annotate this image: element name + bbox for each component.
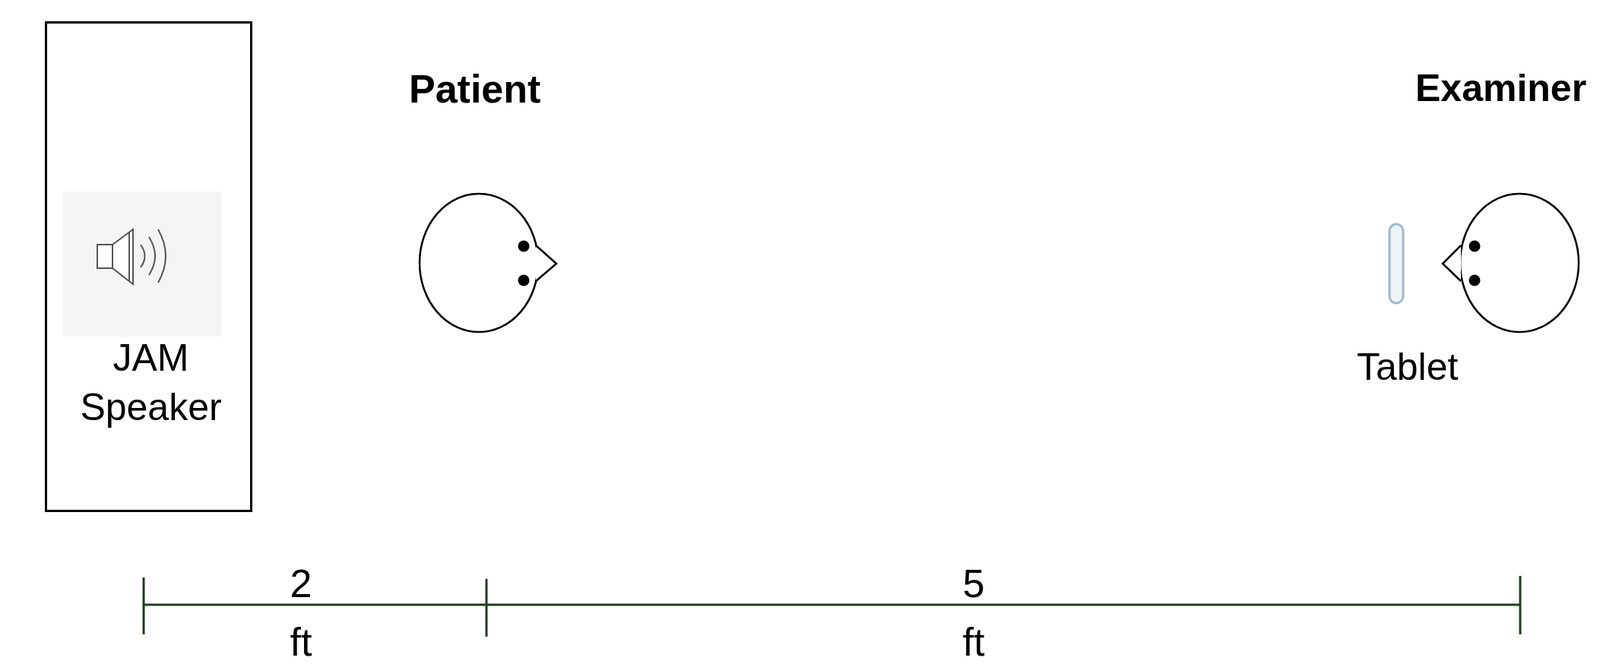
icon-background <box>63 191 222 337</box>
node-text: Patient <box>408 65 541 113</box>
tablet-icon <box>1389 224 1404 304</box>
speaker-box: JAM Speaker <box>44 21 253 513</box>
speaker-icon <box>97 229 166 285</box>
node-text: Tablet <box>1356 344 1458 390</box>
person-label: Patient <box>408 65 541 113</box>
node-text: JAM Speaker <box>47 333 255 433</box>
person-label: Examiner <box>1415 65 1587 111</box>
dimension-label: 5 ft <box>950 554 997 664</box>
examiner-head <box>1442 193 1579 333</box>
dimension-label: 2 ft <box>278 554 324 664</box>
device-label: Tablet <box>1356 344 1458 390</box>
node-text: Examiner <box>1415 65 1587 111</box>
patient-head <box>419 193 557 333</box>
dimension-line <box>143 576 1521 637</box>
